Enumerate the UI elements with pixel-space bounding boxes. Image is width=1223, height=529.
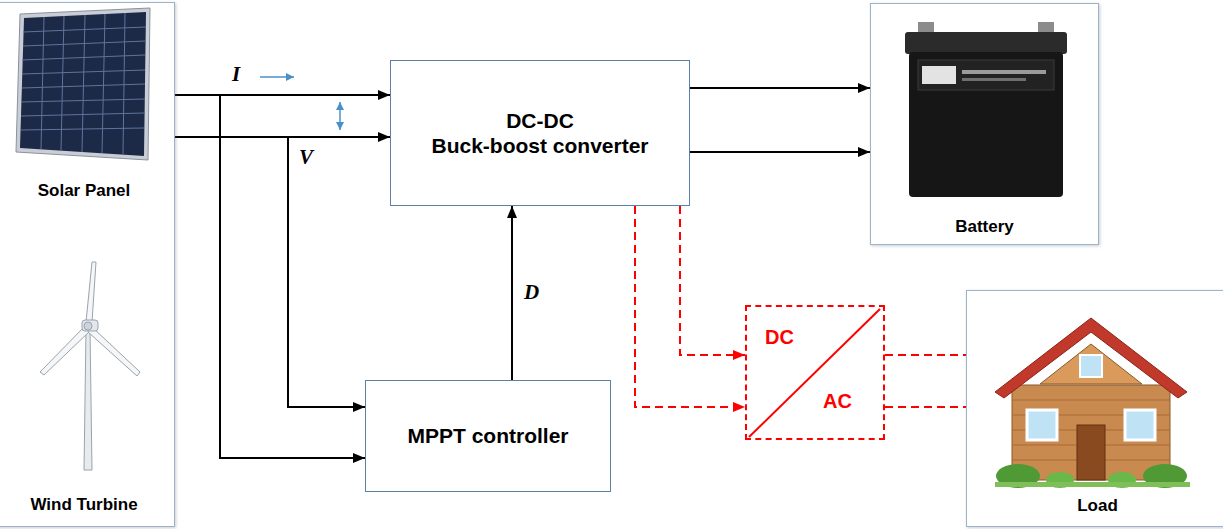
inverter-box: DC AC (745, 305, 885, 440)
connector (175, 95, 365, 458)
dashed-connector (635, 206, 745, 407)
source-panel: Solar PanelWind Turbine (0, 2, 175, 527)
node-text: MPPT controller (407, 423, 568, 448)
node-text: Buck-boost converter (431, 133, 648, 158)
signal-label: I (231, 63, 241, 86)
wind-turbine-picture (40, 262, 140, 470)
house-picture (995, 318, 1190, 488)
current-arrow (260, 76, 294, 78)
node-text: Battery (871, 217, 1098, 237)
connector (690, 151, 870, 153)
dashed-connector (885, 406, 966, 408)
inverter-diagonal (749, 309, 880, 437)
load-panel: Load (966, 290, 1223, 527)
node-text: Wind Turbine (0, 495, 174, 515)
node-text: Load (967, 496, 1223, 516)
connector (511, 206, 513, 380)
controller-box: MPPT controller (365, 380, 611, 492)
connector (175, 137, 365, 407)
battery-picture (905, 22, 1067, 197)
node-text: DC (765, 325, 794, 349)
connector (690, 87, 870, 89)
signal-label: V (298, 146, 314, 169)
dashed-connector (680, 206, 745, 355)
node-text: DC-DC (506, 108, 574, 133)
node-text: AC (823, 389, 852, 413)
signal-label: D (523, 281, 540, 304)
voltage-arrow (339, 102, 341, 130)
battery-panel: Battery (870, 3, 1099, 245)
node-text: Solar Panel (0, 181, 174, 201)
converter-box: DC-DCBuck-boost converter (390, 60, 690, 206)
dashed-connector (885, 354, 966, 356)
solar-panel-picture (16, 8, 150, 160)
